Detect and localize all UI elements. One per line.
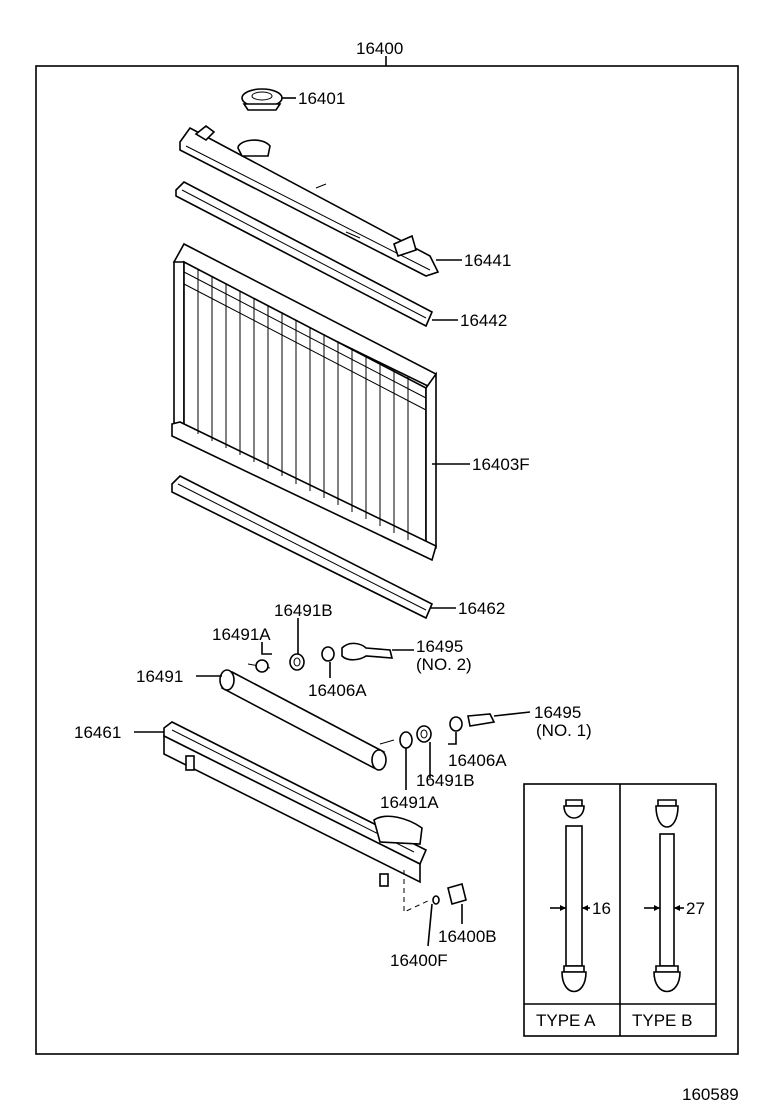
upper-fittings xyxy=(247,642,394,673)
label-gasket-a-upper: 16491A xyxy=(212,625,271,644)
figure-number: 160589 xyxy=(682,1085,739,1104)
dim-arrow-type-a xyxy=(550,905,590,911)
label-drain-cock: 16400B xyxy=(438,927,497,946)
label-type-a-dim: 16 xyxy=(592,899,611,918)
label-nut-upper: 16406A xyxy=(308,681,367,700)
label-pipe: 16491 xyxy=(136,667,183,686)
type-inset xyxy=(523,783,717,1037)
label-gasket-a-lower: 16491A xyxy=(380,793,439,812)
label-nut-lower: 16406A xyxy=(448,751,507,770)
label-cap: 16401 xyxy=(298,89,345,108)
label-type-b: TYPE B xyxy=(632,1011,692,1030)
leader-nut-lower xyxy=(448,732,457,745)
lower-tank xyxy=(163,721,428,887)
drain-parts xyxy=(403,870,467,913)
label-lower-tank: 16461 xyxy=(74,723,121,742)
label-type-b-dim: 27 xyxy=(686,899,705,918)
label-pipe-no1-note: (NO. 1) xyxy=(536,721,592,740)
label-upper-tank: 16441 xyxy=(464,251,511,270)
radiator-cap xyxy=(241,88,283,111)
lower-gasket xyxy=(171,475,434,620)
leader-gasket-a-upper xyxy=(261,642,272,655)
radiator-core xyxy=(171,242,437,562)
label-drain-plug: 16400F xyxy=(390,951,448,970)
upper-tank xyxy=(179,124,440,277)
cooler-pipe xyxy=(219,669,395,771)
label-gasket-b-lower: 16491B xyxy=(416,771,475,790)
dim-arrow-type-b xyxy=(644,905,684,911)
label-pipe-no2: 16495 xyxy=(416,637,463,656)
label-upper-gasket: 16442 xyxy=(460,311,507,330)
label-type-a: TYPE A xyxy=(536,1011,596,1030)
label-core: 16403F xyxy=(472,455,530,474)
leader-drain-plug xyxy=(427,903,433,947)
upper-gasket xyxy=(175,181,434,328)
assembly-frame xyxy=(35,65,739,1055)
label-pipe-no1: 16495 xyxy=(534,703,581,722)
lower-fittings xyxy=(399,711,531,749)
label-pipe-no2-note: (NO. 2) xyxy=(416,655,472,674)
label-assembly: 16400 xyxy=(356,39,403,58)
label-gasket-b-upper: 16491B xyxy=(274,601,333,620)
label-lower-gasket: 16462 xyxy=(458,599,505,618)
